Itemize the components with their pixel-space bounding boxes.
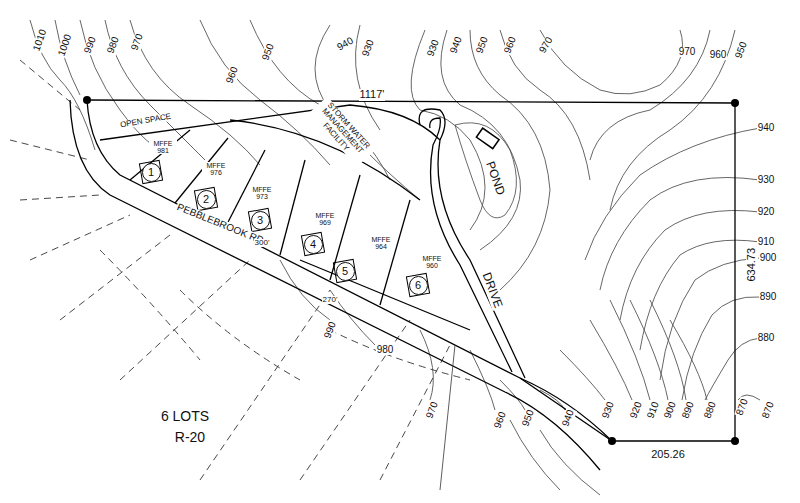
plan-label: 980 [105, 34, 121, 55]
plan-label: R-20 [174, 430, 206, 445]
plan-label: MFFE 976 [202, 162, 230, 177]
lot-number: 6 [415, 280, 421, 291]
plan-label: 880 [757, 333, 776, 344]
plan-label: 930 [425, 37, 441, 58]
plan-label: 960 [224, 64, 240, 85]
lot-number: 5 [342, 266, 348, 277]
plan-label: 300' [254, 239, 271, 247]
plan-label: 890 [759, 292, 778, 303]
plan-label: 920 [628, 399, 644, 420]
plan-label: 634.73 [746, 247, 758, 283]
plan-label: 930 [600, 399, 616, 420]
plan-label: 940 [560, 407, 576, 428]
lot-circle: 5 [336, 262, 355, 281]
plan-label: 940 [448, 34, 464, 55]
lot-number: 1 [148, 167, 154, 178]
plan-label: 970 [678, 47, 697, 58]
plan-label: MFFE 973 [248, 186, 276, 201]
plan-label: 1117' [359, 89, 386, 101]
plan-label: 990 [322, 319, 338, 340]
plan-label: 950 [733, 39, 749, 60]
lot-circle: 4 [304, 235, 323, 254]
plan-label: 1010 [31, 27, 49, 53]
plan-label: OPEN SPACE [119, 112, 173, 130]
lot-circle: 1 [142, 163, 161, 182]
lot-number: 2 [203, 194, 209, 205]
plan-label: 880 [702, 399, 718, 420]
plan-label: MFFE 981 [149, 140, 177, 155]
plan-label: 900 [759, 253, 778, 264]
plan-label: 920 [757, 207, 776, 218]
plan-label: DRIVE [479, 270, 504, 311]
plan-label: 910 [757, 237, 776, 248]
plan-label: MFFE 964 [367, 236, 395, 251]
plan-label: 950 [474, 34, 490, 55]
plan-label: 960 [502, 34, 518, 55]
plan-label: MFFE 969 [311, 212, 339, 227]
plan-label: 960 [492, 409, 508, 430]
plan-label: 970 [129, 31, 145, 52]
plan-label: 940 [757, 123, 776, 134]
lot-circle: 3 [251, 211, 270, 230]
lot-number: 4 [310, 239, 316, 250]
plan-label: 910 [645, 399, 661, 420]
plan-label: 940 [334, 35, 355, 53]
plan-label: 930 [360, 37, 376, 58]
plan-label: 970 [537, 34, 555, 55]
plan-label: 960 [709, 50, 728, 61]
plan-label: 900 [662, 399, 678, 420]
lot-number: 3 [257, 215, 263, 226]
plan-label: 6 LOTS [160, 409, 210, 424]
plan-label: 270' [322, 296, 339, 304]
plan-label: 930 [757, 175, 776, 186]
plan-label: 205.26 [650, 449, 686, 461]
plan-label: 870 [734, 396, 750, 417]
lot-circle: 6 [409, 276, 428, 295]
lot-circle: 2 [197, 190, 216, 209]
plan-label: 890 [680, 399, 696, 420]
plan-label: POND [483, 159, 507, 198]
plan-label: 980 [376, 345, 395, 356]
plan-label: 970 [424, 399, 440, 420]
plan-label: MFFE 960 [418, 255, 446, 270]
plan-label: 870 [760, 399, 776, 420]
plan-label: 950 [520, 407, 536, 428]
